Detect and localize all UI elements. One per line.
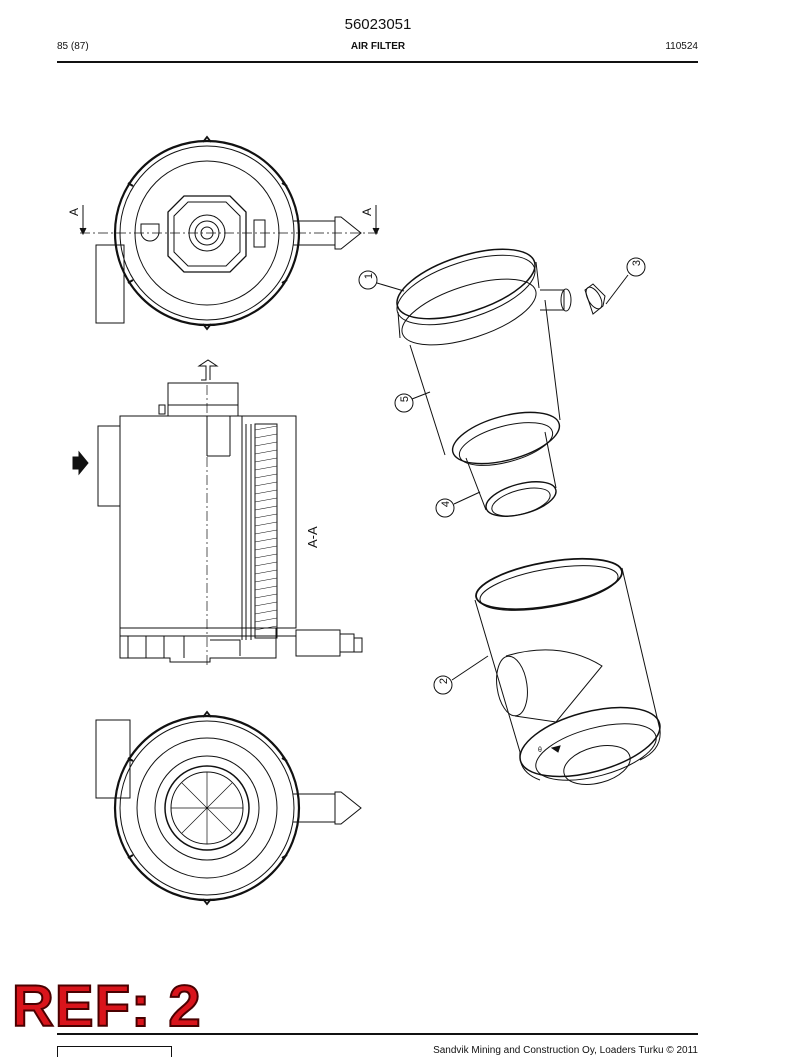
- section-title: AIR FILTER: [350, 41, 406, 52]
- copyright-text: Sandvik Mining and Construction Oy, Load…: [433, 1045, 698, 1056]
- top-view: A A: [67, 135, 380, 331]
- section-view: A-A: [72, 359, 363, 668]
- footer-rule: [57, 1033, 698, 1035]
- callout-3: 3: [626, 257, 646, 277]
- svg-text:1: 1: [363, 273, 375, 279]
- svg-text:2: 2: [438, 678, 450, 684]
- document-number: 56023051: [344, 16, 412, 33]
- svg-text:3: 3: [631, 260, 643, 266]
- section-mark-right: A: [360, 208, 374, 216]
- iso-housing: θ: [451, 557, 661, 785]
- section-view-label: A-A: [305, 526, 320, 548]
- callouts: 1 3 5 4 2: [358, 257, 646, 695]
- ref-stamp: REF: 2: [11, 974, 202, 1039]
- callout-1: 1: [358, 270, 378, 290]
- svg-text:θ: θ: [538, 747, 542, 754]
- callout-5: 5: [394, 393, 414, 413]
- svg-text:4: 4: [440, 501, 452, 507]
- company-logo: [57, 1046, 172, 1057]
- date-code: 110524: [665, 41, 698, 52]
- header-rule: [57, 61, 698, 63]
- iso-assembly: [376, 248, 629, 517]
- page-count: 85 (87): [57, 41, 89, 52]
- svg-text:5: 5: [399, 396, 411, 402]
- bottom-view: [95, 710, 362, 906]
- section-mark-left: A: [67, 208, 81, 216]
- callout-4: 4: [435, 498, 455, 518]
- callout-2: 2: [433, 675, 453, 695]
